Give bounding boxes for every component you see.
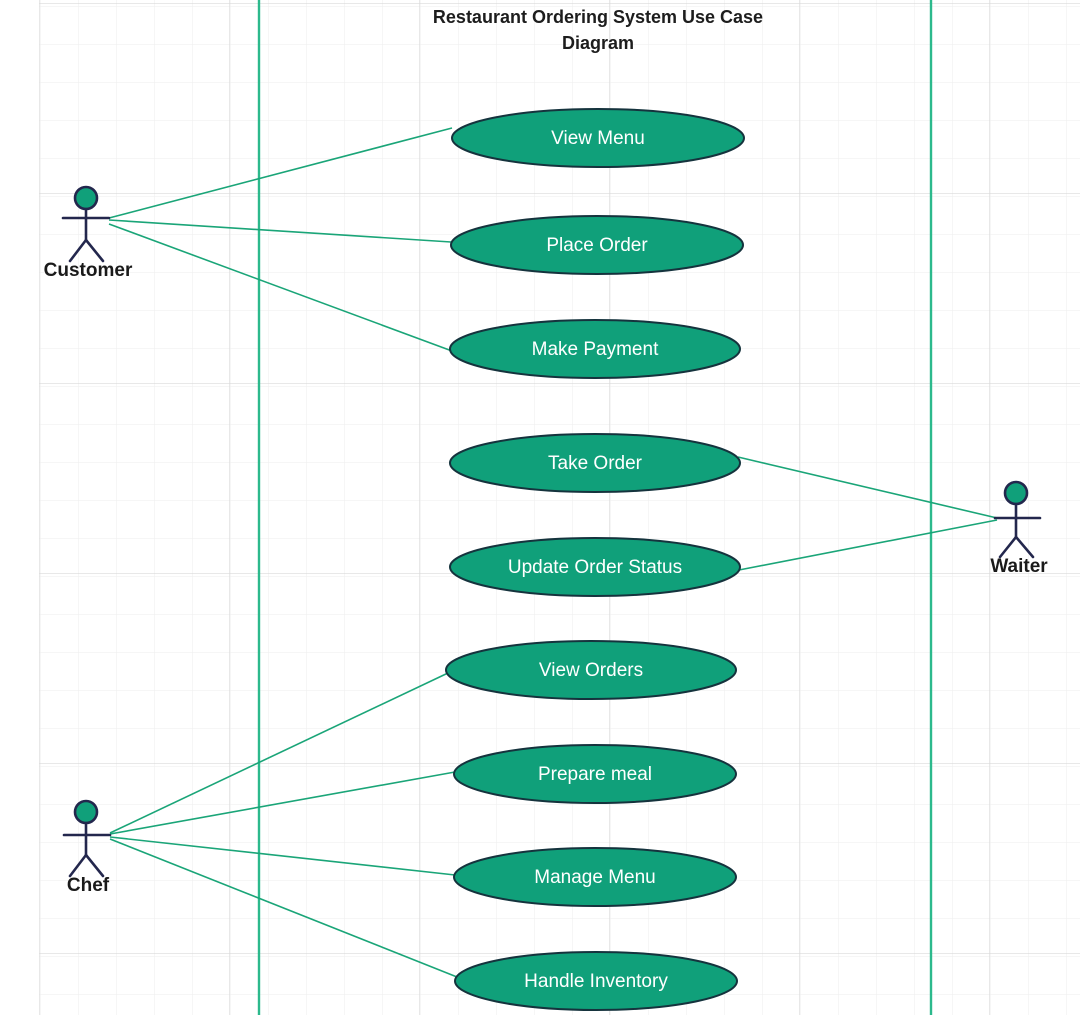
use-case-ellipse[interactable]: [445, 640, 737, 700]
use-case-manage-menu[interactable]: Manage Menu: [453, 847, 737, 907]
use-case-update-order-status[interactable]: Update Order Status: [449, 537, 741, 597]
use-case-label: Prepare meal: [538, 764, 652, 785]
use-case-make-payment[interactable]: Make Payment: [449, 319, 741, 379]
stick-figure-icon: [62, 799, 112, 878]
use-case-handle-inventory[interactable]: Handle Inventory: [454, 951, 738, 1011]
actor-head: [73, 185, 99, 211]
actor-head: [1003, 480, 1029, 506]
actor-head: [73, 799, 99, 825]
use-case-ellipse[interactable]: [449, 537, 741, 597]
association-customer-place-order: [108, 219, 452, 243]
use-case-ellipse[interactable]: [449, 319, 741, 379]
use-case-label: View Menu: [551, 128, 645, 149]
use-case-ellipse[interactable]: [449, 433, 741, 493]
diagram-title-line-1: Restaurant Ordering System Use Case: [433, 7, 763, 27]
association-waiter-update-order-status: [738, 519, 998, 571]
use-case-place-order[interactable]: Place Order: [450, 215, 744, 275]
actor-leg-left: [68, 853, 88, 878]
system-boundary: [257, 0, 933, 1015]
actor-leg-left: [998, 535, 1018, 559]
use-case-label: Update Order Status: [508, 557, 682, 578]
use-case-take-order[interactable]: Take Order: [449, 433, 741, 493]
association-chef-handle-inventory: [109, 838, 458, 978]
use-case-ellipse[interactable]: [454, 951, 738, 1011]
actor-label: Waiter: [990, 556, 1048, 577]
actor-customer[interactable]: Customer: [44, 185, 133, 281]
actor-chef[interactable]: Chef: [62, 799, 112, 896]
use-case-label: Make Payment: [532, 339, 659, 360]
use-case-label: Take Order: [548, 453, 643, 474]
association-lines: [108, 127, 998, 978]
use-cases: View Menu Place Order Make Payment Take …: [445, 108, 745, 1011]
association-chef-manage-menu: [109, 836, 456, 876]
use-case-label: Manage Menu: [534, 867, 655, 888]
use-case-ellipse[interactable]: [453, 847, 737, 907]
diagram-title: Restaurant Ordering System Use Case Diag…: [433, 7, 763, 53]
actor-waiter[interactable]: Waiter: [990, 480, 1048, 577]
use-case-label: Handle Inventory: [524, 971, 668, 992]
stick-figure-icon: [61, 185, 111, 263]
actor-leg-left: [68, 238, 88, 263]
actor-label: Chef: [67, 875, 110, 896]
use-case-label: Place Order: [546, 235, 648, 256]
association-waiter-take-order: [737, 456, 998, 519]
actors: Customer Waiter: [44, 185, 1048, 896]
actor-leg-right: [84, 853, 105, 878]
association-customer-make-payment: [108, 223, 453, 352]
use-case-prepare-meal[interactable]: Prepare meal: [453, 744, 737, 804]
actor-leg-right: [1014, 535, 1035, 559]
use-case-view-orders[interactable]: View Orders: [445, 640, 737, 700]
association-chef-prepare-meal: [109, 771, 456, 835]
actor-leg-right: [84, 238, 105, 263]
use-case-ellipse[interactable]: [453, 744, 737, 804]
use-case-view-menu[interactable]: View Menu: [451, 108, 745, 168]
use-case-ellipse[interactable]: [451, 108, 745, 168]
association-customer-view-menu: [108, 127, 453, 219]
stick-figure-icon: [993, 480, 1042, 559]
use-case-ellipse[interactable]: [450, 215, 744, 275]
diagram-title-line-2: Diagram: [562, 33, 634, 53]
actor-label: Customer: [44, 260, 133, 281]
association-chef-view-orders: [109, 672, 449, 834]
use-case-label: View Orders: [539, 660, 643, 681]
